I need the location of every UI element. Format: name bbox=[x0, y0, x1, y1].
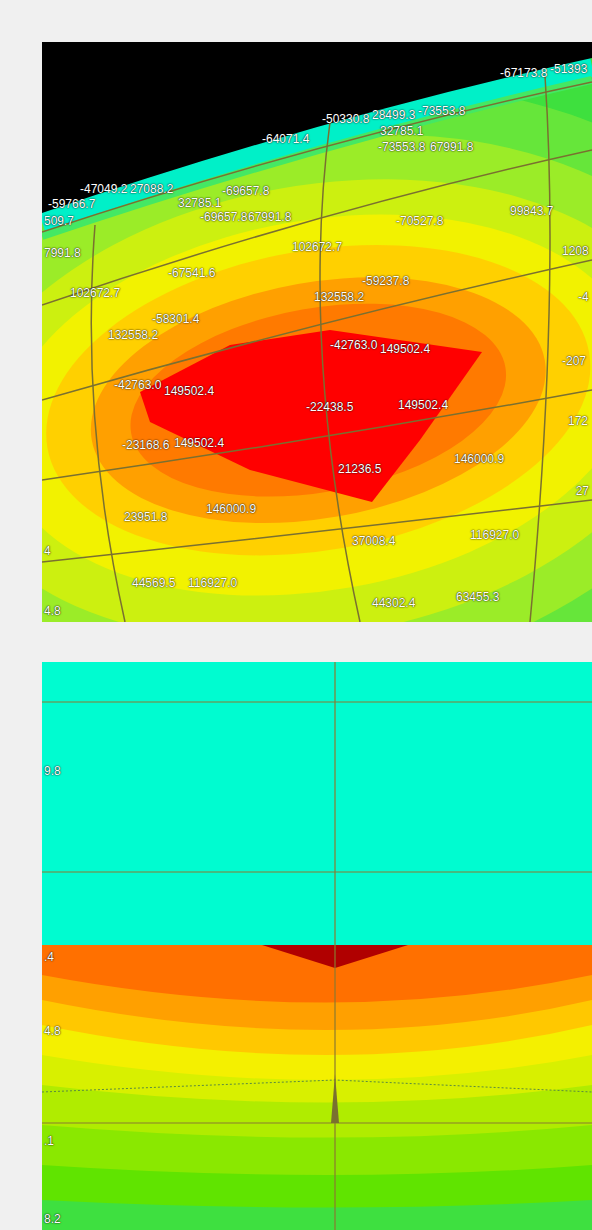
contour-band bbox=[71, 244, 565, 556]
contour-value: -73553.8 bbox=[418, 104, 465, 118]
contour-value: 37008.4 bbox=[352, 534, 395, 548]
contour-value: 27 bbox=[576, 484, 589, 498]
contour-band bbox=[42, 167, 592, 622]
contour-value: 149502.4 bbox=[164, 384, 214, 398]
contour-band bbox=[42, 1025, 592, 1230]
contour-band bbox=[115, 277, 521, 524]
contour-band bbox=[42, 1200, 592, 1230]
contour-value: 21236.5 bbox=[338, 462, 381, 476]
contour-value: -50330.8 bbox=[322, 112, 369, 126]
contour-value: 67991.8 bbox=[248, 210, 291, 224]
mesh-line bbox=[334, 662, 335, 1230]
contour-value: 116927.0 bbox=[188, 576, 237, 590]
mesh-line bbox=[42, 1122, 592, 1123]
support-symbol bbox=[331, 1074, 339, 1123]
mesh-line bbox=[530, 76, 550, 622]
contour-value: 4 bbox=[44, 544, 51, 558]
contour-band bbox=[42, 1000, 592, 1230]
mesh-line bbox=[42, 500, 592, 562]
contour-value: 27088.2 bbox=[130, 182, 173, 196]
contour-value: 8.2 bbox=[44, 1212, 61, 1226]
contour-band bbox=[42, 945, 592, 1230]
contour-value: .4 bbox=[44, 950, 54, 964]
contour-value: -47049.2 bbox=[80, 182, 127, 196]
bottom-panel bbox=[42, 662, 592, 1230]
contour-value: -22438.5 bbox=[306, 400, 353, 414]
contour-band bbox=[42, 1085, 592, 1230]
contour-value: -207 bbox=[562, 354, 586, 368]
contour-value: -4 bbox=[578, 290, 589, 304]
mesh-line bbox=[42, 150, 592, 305]
peak-region bbox=[140, 330, 482, 502]
contour-value: 28499.3 bbox=[372, 108, 415, 122]
contour-band bbox=[42, 42, 592, 622]
dashed-line bbox=[42, 1080, 592, 1092]
contour-value: -64071.4 bbox=[262, 132, 309, 146]
contour-value: 7991.8 bbox=[44, 246, 81, 260]
contour-band bbox=[42, 975, 592, 1230]
contour-value: -59237.8 bbox=[362, 274, 409, 288]
contour-value: 149502.4 bbox=[398, 398, 448, 412]
mesh-line bbox=[42, 390, 592, 480]
contour-value: -67173.8 bbox=[500, 66, 547, 80]
contour-value: -58301.4 bbox=[152, 312, 199, 326]
contour-band bbox=[42, 205, 592, 596]
mesh-line bbox=[91, 225, 125, 622]
contour-value: 102672.7 bbox=[70, 286, 120, 300]
contour-value: -67541.6 bbox=[168, 266, 215, 280]
contour-value: 132558.2 bbox=[314, 290, 364, 304]
top-panel bbox=[42, 42, 592, 622]
contour-value: 32785.1 bbox=[178, 196, 221, 210]
contour-value: 102672.7 bbox=[292, 240, 342, 254]
contour-value: 4.8 bbox=[44, 604, 61, 618]
contour-value: 63455.3 bbox=[456, 590, 499, 604]
contour-value: 44302.4 bbox=[372, 596, 415, 610]
contour-value: -69657.8 bbox=[200, 210, 247, 224]
contour-value: 149502.4 bbox=[174, 436, 224, 450]
mesh-line bbox=[42, 871, 592, 872]
contour-value: 509.7 bbox=[44, 214, 74, 228]
contour-band bbox=[42, 1165, 592, 1230]
contour-value: 146000.9 bbox=[206, 502, 256, 516]
contour-value: 132558.2 bbox=[108, 328, 158, 342]
contour-value: 149502.4 bbox=[380, 342, 430, 356]
contour-value: -73553.8 bbox=[378, 140, 425, 154]
contour-band bbox=[42, 1125, 592, 1230]
contour-value: 146000.9 bbox=[454, 452, 504, 466]
mesh-line bbox=[42, 701, 592, 702]
contour-value: -70527.8 bbox=[396, 214, 443, 228]
contour-value: 4.8 bbox=[44, 1024, 61, 1038]
contour-value: .1 bbox=[44, 1134, 54, 1148]
contour-value: -69657.8 bbox=[222, 184, 269, 198]
mesh-line bbox=[42, 260, 592, 400]
contour-value: 1208 bbox=[562, 244, 589, 258]
contour-value: -51393 bbox=[550, 62, 587, 76]
contour-value: 44569.5 bbox=[132, 576, 175, 590]
contour-value: -42763.0 bbox=[330, 338, 377, 352]
contour-value: 9.8 bbox=[44, 764, 61, 778]
contour-value: -23168.6 bbox=[122, 438, 169, 452]
contour-value: 116927.0 bbox=[470, 528, 519, 542]
contour-value: 32785.1 bbox=[380, 124, 423, 138]
contour-value: 67991.8 bbox=[430, 140, 473, 154]
contour-value: 172 bbox=[568, 414, 588, 428]
contour-value: -59766.7 bbox=[48, 197, 95, 211]
contour-value: -42763.0 bbox=[114, 378, 161, 392]
contour-value: 99843.7 bbox=[510, 204, 553, 218]
contour-band bbox=[42, 1055, 592, 1230]
cyan-region bbox=[42, 662, 592, 945]
mesh-line bbox=[42, 82, 592, 232]
background bbox=[42, 42, 592, 213]
contour-value: 23951.8 bbox=[124, 510, 167, 524]
